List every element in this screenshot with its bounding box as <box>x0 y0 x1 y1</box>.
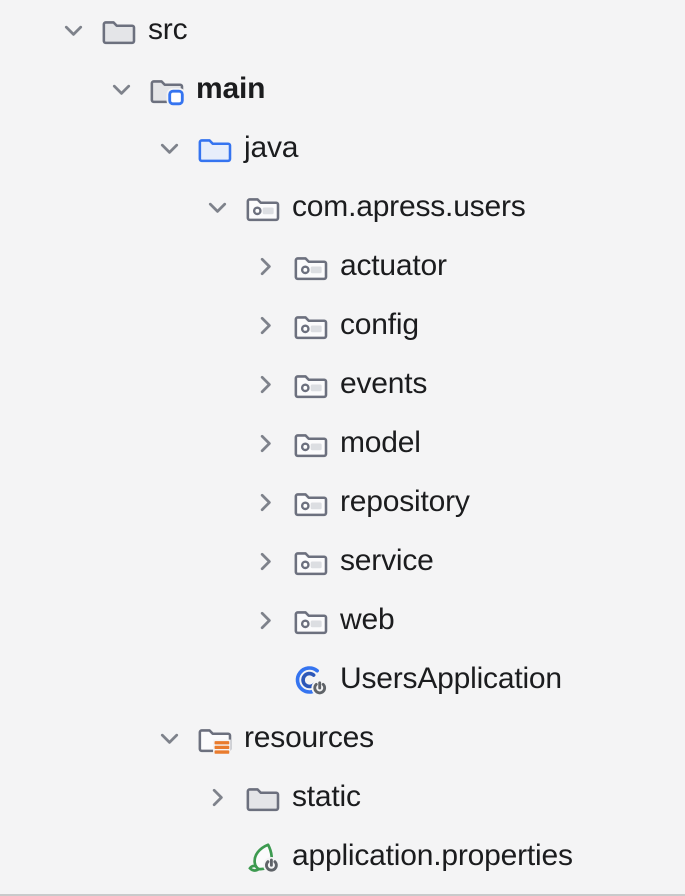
resources-folder-icon <box>197 721 233 757</box>
chevron-placeholder <box>248 663 282 697</box>
tree-row-label: resources <box>244 720 374 754</box>
chevron-down-icon[interactable] <box>152 132 186 166</box>
chevron-down-icon[interactable] <box>152 722 186 756</box>
tree-row-java[interactable]: java <box>0 119 685 178</box>
tree-row-label: service <box>340 543 434 577</box>
tree-row-label: model <box>340 425 421 459</box>
package-icon <box>293 426 329 462</box>
chevron-down-icon[interactable] <box>56 14 90 48</box>
tree-row-label: repository <box>340 484 470 518</box>
chevron-right-icon[interactable] <box>248 604 282 638</box>
indent-spacer <box>0 266 248 267</box>
tree-row-label: com.apress.users <box>292 189 526 223</box>
tree-row-label: main <box>196 71 266 105</box>
package-icon <box>293 367 329 403</box>
chevron-right-icon[interactable] <box>248 250 282 284</box>
chevron-right-icon[interactable] <box>248 368 282 402</box>
package-icon <box>293 603 329 639</box>
tree-row-repository[interactable]: repository <box>0 473 685 532</box>
tree-row-events[interactable]: events <box>0 355 685 414</box>
indent-spacer <box>0 620 248 621</box>
spring-boot-application-icon <box>293 662 329 698</box>
tree-row-usersapplication[interactable]: UsersApplication <box>0 650 685 709</box>
indent-spacer <box>0 148 152 149</box>
tree-row-config[interactable]: config <box>0 296 685 355</box>
folder-icon <box>245 780 281 816</box>
indent-spacer <box>0 738 152 739</box>
tree-row-label: UsersApplication <box>340 661 562 695</box>
tree-row-label: events <box>340 366 428 400</box>
chevron-down-icon[interactable] <box>104 73 138 107</box>
tree-row-label: java <box>244 130 299 164</box>
indent-spacer <box>0 384 248 385</box>
tree-row-resources[interactable]: resources <box>0 709 685 768</box>
package-icon <box>293 544 329 580</box>
indent-spacer <box>0 89 104 90</box>
tree-row-label: src <box>148 12 188 46</box>
chevron-right-icon[interactable] <box>248 309 282 343</box>
package-icon <box>245 190 281 226</box>
chevron-right-icon[interactable] <box>248 545 282 579</box>
tree-row-service[interactable]: service <box>0 532 685 591</box>
package-icon <box>293 485 329 521</box>
chevron-down-icon[interactable] <box>200 191 234 225</box>
indent-spacer <box>0 325 248 326</box>
sources-root-folder-icon <box>149 72 185 108</box>
tree-row-com-apress-users[interactable]: com.apress.users <box>0 178 685 237</box>
tree-row-main[interactable]: main <box>0 60 685 119</box>
tree-row-model[interactable]: model <box>0 414 685 473</box>
tree-row-label: static <box>292 779 361 813</box>
package-icon <box>293 308 329 344</box>
tree-row-web[interactable]: web <box>0 591 685 650</box>
indent-spacer <box>0 30 56 31</box>
chevron-right-icon[interactable] <box>248 427 282 461</box>
chevron-placeholder <box>200 840 234 874</box>
tree-row-actuator[interactable]: actuator <box>0 237 685 296</box>
tree-row-label: application.properties <box>292 838 573 872</box>
tree-row-label: actuator <box>340 248 447 282</box>
indent-spacer <box>0 502 248 503</box>
java-sources-folder-icon <box>197 131 233 167</box>
tree-row-label: web <box>340 602 395 636</box>
indent-spacer <box>0 561 248 562</box>
tree-row-application-properties[interactable]: application.properties <box>0 827 685 886</box>
tree-row-src[interactable]: src <box>0 1 685 60</box>
chevron-right-icon[interactable] <box>248 486 282 520</box>
package-icon <box>293 249 329 285</box>
indent-spacer <box>0 207 200 208</box>
spring-config-file-icon <box>245 839 281 875</box>
chevron-right-icon[interactable] <box>200 781 234 815</box>
indent-spacer <box>0 856 200 857</box>
indent-spacer <box>0 797 200 798</box>
indent-spacer <box>0 679 248 680</box>
tree-row-static[interactable]: static <box>0 768 685 827</box>
folder-icon <box>101 13 137 49</box>
tree-row-label: config <box>340 307 419 341</box>
indent-spacer <box>0 443 248 444</box>
